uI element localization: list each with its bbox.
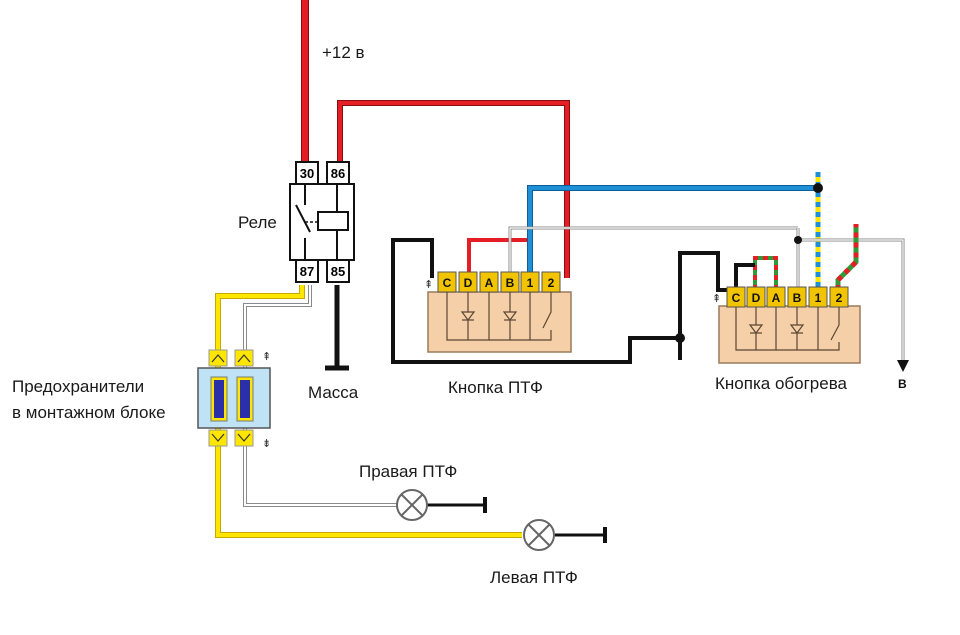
svg-text:⇞: ⇞ [262,351,271,363]
relay-pin-30 [295,161,319,185]
ground-label: Масса [308,383,359,402]
heater-pin-d: D [752,291,761,305]
relay-pin-86 [326,161,350,185]
fog-pin-1: 1 [527,276,534,290]
fog-button-body [427,291,572,353]
fog-button: C D A B 1 2 ⇞ [424,271,572,353]
fuses-label-line1: Предохранители [12,377,144,396]
right-fog-label: Правая ПТФ [359,462,457,481]
svg-text:⇞: ⇞ [424,279,433,291]
output-b-label: В [898,377,907,391]
wire-lamp-grounds [427,497,607,543]
heater-pin-c: C [732,291,741,305]
left-fog-label: Левая ПТФ [490,568,578,587]
fog-pin-d: D [464,276,473,290]
right-fog-lamp [396,489,428,521]
svg-text:⇞: ⇞ [712,293,721,305]
relay-pin-87-label: 87 [300,264,314,279]
relay-label: Реле [238,213,277,232]
heater-pin-a: A [772,291,781,305]
fog-button-label: Кнопка ПТФ [448,378,543,397]
relay-coil [317,211,349,231]
svg-text:⇟: ⇟ [262,438,271,450]
heater-button: C D A B 1 2 ⇞ [712,286,861,364]
left-fog-lamp [523,519,555,551]
wire-blue-signal [527,185,818,278]
relay-pin-85-label: 85 [331,264,345,279]
relay-pin-87 [295,259,319,283]
relay-pin-86-label: 86 [331,166,345,181]
fog-pin-a: A [485,276,494,290]
fuse-block: ⇞ ⇟ [197,349,271,450]
output-arrow [897,360,909,372]
relay-pin-85 [326,259,350,283]
wire-red-green [753,224,859,290]
fuses-label-line2: в монтажном блоке [12,403,166,422]
heater-pin-b: B [793,291,802,305]
wire-gray-right-fog [243,285,397,507]
heater-pin-1: 1 [815,291,822,305]
heater-button-body [718,305,861,364]
fog-button-pins: C D A B 1 2 [437,271,561,293]
heater-button-label: Кнопка обогрева [715,374,848,393]
relay: 30 86 87 85 [289,161,355,283]
fog-pin-b: B [506,276,515,290]
heater-pin-2: 2 [836,291,843,305]
heater-button-pins: C D A B 1 2 [726,286,849,308]
fog-pin-c: C [443,276,452,290]
wire-yellow-left-fog [215,285,522,538]
junction-dots [675,183,823,343]
fog-pin-2: 2 [548,276,555,290]
supply-label: +12 в [322,43,365,62]
relay-pin-30-label: 30 [300,166,314,181]
